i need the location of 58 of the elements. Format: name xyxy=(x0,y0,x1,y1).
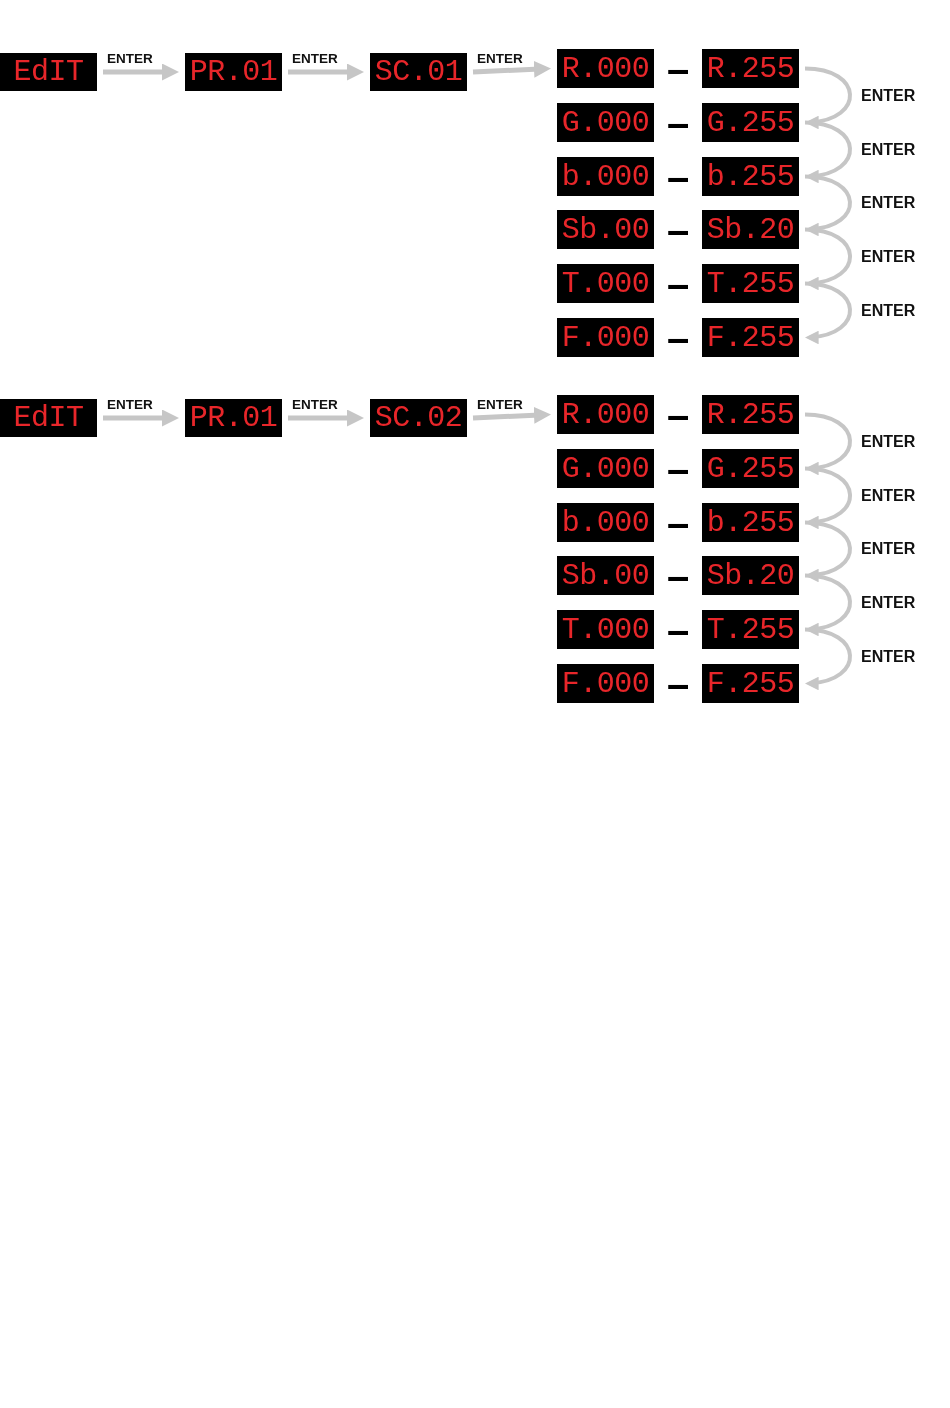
arrow xyxy=(288,63,364,81)
led-display: Sb.00 xyxy=(557,210,654,249)
range-dash: – xyxy=(665,112,691,133)
range-dash: – xyxy=(665,512,691,533)
arrow xyxy=(288,409,364,427)
range-dash: – xyxy=(665,673,691,694)
arrow xyxy=(472,406,552,424)
curved-arrow xyxy=(804,412,852,475)
curved-arrow xyxy=(804,573,852,636)
curved-arrow xyxy=(804,120,852,183)
arrow xyxy=(103,409,179,427)
arrow xyxy=(472,60,552,78)
curved-arrow xyxy=(804,174,852,236)
led-display: G.255 xyxy=(702,449,799,488)
curved-arrow xyxy=(804,520,852,582)
curved-arrow xyxy=(804,466,852,529)
led-display: F.000 xyxy=(557,318,654,357)
led-display: R.000 xyxy=(557,395,654,434)
curved-arrow xyxy=(804,627,852,690)
range-dash: – xyxy=(665,619,691,640)
led-display: PR.01 xyxy=(185,53,282,91)
curved-arrow xyxy=(804,66,852,129)
led-display: R.000 xyxy=(557,49,654,88)
led-display: PR.01 xyxy=(185,399,282,437)
range-dash: – xyxy=(665,458,691,479)
led-display: T.000 xyxy=(557,264,654,303)
led-display: G.000 xyxy=(557,449,654,488)
led-display: SC.01 xyxy=(370,53,467,91)
led-display: Sb.20 xyxy=(702,556,799,595)
led-display: Sb.20 xyxy=(702,210,799,249)
led-display: T.255 xyxy=(702,610,799,649)
led-display: F.255 xyxy=(702,318,799,357)
led-display: G.255 xyxy=(702,103,799,142)
curved-arrow xyxy=(804,281,852,344)
range-dash: – xyxy=(665,219,691,240)
led-display: b.255 xyxy=(702,157,799,196)
range-dash: – xyxy=(665,565,691,586)
led-display: EdIT xyxy=(0,399,97,437)
range-dash: – xyxy=(665,273,691,294)
led-display: Sb.00 xyxy=(557,556,654,595)
range-dash: – xyxy=(665,166,691,187)
arrow xyxy=(103,63,179,81)
led-display: F.255 xyxy=(702,664,799,703)
curved-arrow xyxy=(804,227,852,290)
range-dash: – xyxy=(665,327,691,348)
range-dash: – xyxy=(665,404,691,425)
led-display: SC.02 xyxy=(370,399,467,437)
led-display: EdIT xyxy=(0,53,97,91)
led-display: T.255 xyxy=(702,264,799,303)
led-display: R.255 xyxy=(702,49,799,88)
led-display: b.000 xyxy=(557,503,654,542)
led-display: T.000 xyxy=(557,610,654,649)
range-dash: – xyxy=(665,58,691,79)
led-display: b.255 xyxy=(702,503,799,542)
led-display: G.000 xyxy=(557,103,654,142)
led-display: b.000 xyxy=(557,157,654,196)
led-display: F.000 xyxy=(557,664,654,703)
led-display: R.255 xyxy=(702,395,799,434)
